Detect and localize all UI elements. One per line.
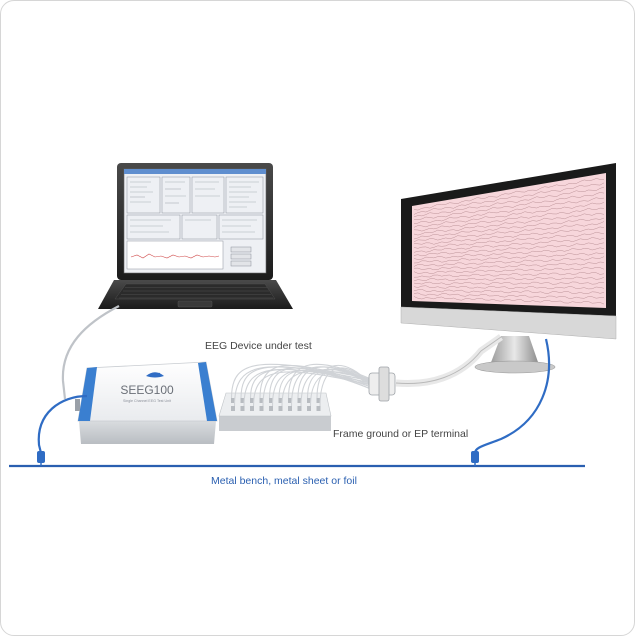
lead-wire [300, 368, 372, 407]
splitter-socket [240, 406, 245, 411]
splitter-socket [278, 398, 283, 403]
lead-wire [259, 364, 372, 399]
eeg-trace-line [413, 292, 605, 299]
splitter-socket [250, 406, 254, 411]
eeg-trace-line [413, 285, 605, 290]
monitor-stand [490, 336, 539, 365]
lead-wire [268, 367, 372, 399]
eeg-trace-line [413, 247, 605, 260]
eeg-trace-line [413, 182, 605, 215]
label-metal-bench: Metal bench, metal sheet or foil [211, 475, 357, 487]
splitter-sockets [231, 398, 321, 411]
splitter-socket [250, 398, 254, 403]
splitter-socket [231, 398, 235, 403]
eeg-trace-line [413, 202, 605, 228]
splitter-socket [288, 398, 292, 403]
tester-right-cap [198, 362, 217, 421]
ground-cable-tester [37, 394, 88, 466]
eeg-trace-line [413, 237, 605, 253]
laptop-waveform-trace [130, 253, 220, 259]
lead-wire [278, 370, 372, 399]
tester-subtitle-label: Single Channel EEG Test Unit [123, 399, 171, 403]
cable-connector [368, 366, 396, 402]
eeg-trace-line [413, 207, 605, 232]
tester-unit: SEEG100 Single Channel EEG Test Unit [75, 361, 218, 444]
splitter-socket [240, 398, 245, 403]
splitter-socket [269, 406, 273, 411]
eeg-trace-line [413, 217, 605, 240]
eeg-trace-line [413, 276, 605, 282]
monitor-stand-base [474, 360, 556, 374]
eeg-trace-line [413, 242, 605, 257]
eeg-trace-line [413, 296, 605, 305]
eeg-trace-line [413, 213, 605, 236]
splitter-socket [297, 406, 302, 411]
label-frame-ground: Frame ground or EP terminal [333, 428, 468, 440]
splitter-top [218, 392, 332, 417]
splitter-socket [259, 398, 264, 403]
monitor-eeg-traces [413, 178, 605, 305]
desktop-monitor [400, 163, 617, 374]
lead-wire [306, 368, 372, 399]
splitter-socket [316, 398, 321, 403]
eeg-trace-line [413, 289, 605, 294]
monitor-screen [412, 173, 606, 308]
eeg-trace-line [413, 252, 605, 264]
eeg-trace-line [413, 192, 605, 221]
electrode-splitter-box [218, 392, 332, 431]
eeg-trace-line [413, 226, 605, 245]
laptop-software-buttons [230, 246, 252, 267]
eeg-trace-line [413, 231, 605, 249]
laptop-software-panels [126, 176, 264, 240]
laptop-software-text-lines [130, 181, 259, 233]
monitor-chin [400, 306, 617, 340]
ground-cable-monitor [471, 338, 551, 466]
splitter-socket [259, 406, 264, 411]
tester-logo-icon [146, 372, 164, 378]
eeg-trace-line [413, 261, 605, 271]
splitter-socket [307, 398, 311, 403]
lead-wire [287, 363, 372, 399]
splitter-socket [278, 406, 283, 411]
splitter-socket [269, 398, 273, 403]
eeg-trace-line [413, 197, 605, 224]
laptop-keyboard [114, 283, 276, 300]
eeg-trace-line [413, 267, 605, 274]
laptop-waveform-plot [126, 240, 224, 270]
tester-left-cap [78, 367, 97, 421]
splitter-socket [297, 398, 302, 403]
eeg-trace-line [413, 256, 605, 267]
laptop-window-titlebar [124, 169, 266, 174]
tester-brand-label: SEEG100 [120, 383, 174, 397]
laptop-touchpad [177, 300, 213, 308]
eeg-trace-line [413, 178, 605, 211]
tester-port [75, 399, 80, 411]
lead-wire [297, 366, 372, 399]
laptop-keys [119, 287, 273, 299]
laptop [98, 163, 293, 309]
monitor-cable-outline [395, 336, 502, 385]
usb-cable [61, 305, 120, 400]
splitter-socket [316, 406, 321, 411]
splitter-socket [231, 406, 235, 411]
lead-wire [319, 367, 372, 407]
splitter-socket [288, 406, 292, 411]
eeg-trace-line [413, 271, 605, 278]
tester-side [79, 421, 216, 444]
eeg-trace-line [413, 281, 605, 285]
eeg-trace-line [413, 221, 605, 243]
lead-wire-bundle [230, 363, 372, 407]
eeg-trace-line [413, 186, 605, 218]
label-device-under-test: EEG Device under test [205, 340, 312, 352]
splitter-side [219, 416, 331, 431]
splitter-socket [307, 406, 311, 411]
lead-wire [316, 364, 372, 399]
